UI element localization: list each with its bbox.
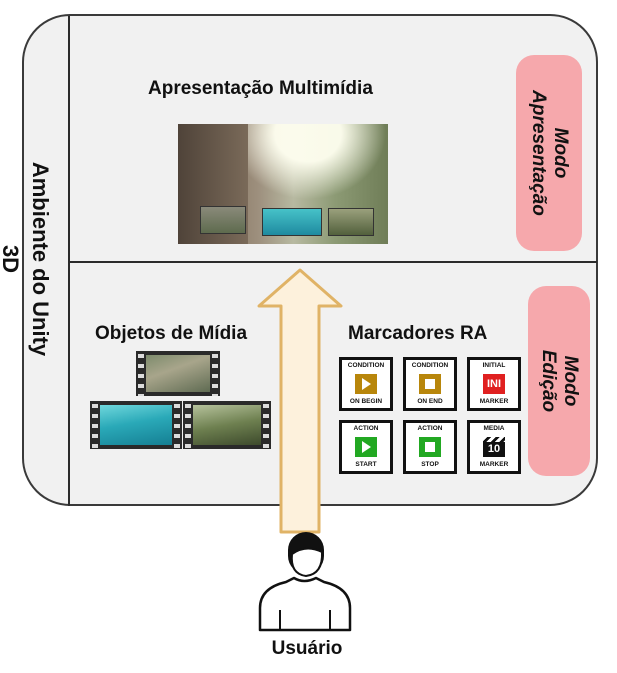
- marker-top-label: INITIAL: [482, 362, 506, 369]
- marker-bottom-label: STOP: [421, 461, 439, 468]
- mode-edition-label: Modo Edição: [538, 349, 581, 413]
- marker-top-label: ACTION: [417, 425, 443, 432]
- marker-top-label: CONDITION: [411, 362, 449, 369]
- ini-icon-text: INI: [486, 378, 502, 390]
- media-object-forest: [183, 401, 271, 449]
- marker-condition-on-end: CONDITION ON END: [403, 357, 457, 411]
- environment-label: Ambiente do Unity 3D: [0, 161, 53, 357]
- marker-bottom-label: ON BEGIN: [349, 398, 383, 405]
- media-thumbnail-water: [262, 208, 322, 236]
- marker-media: MEDIA 10 MARKER: [467, 420, 521, 474]
- mode-edition-box: Modo Edição: [528, 286, 590, 476]
- marker-top-label: ACTION: [353, 425, 379, 432]
- media-object-rocks: [136, 351, 220, 396]
- marker-bottom-label: MARKER: [479, 461, 509, 468]
- mode-presentation-label: Modo Apresentação: [528, 90, 571, 216]
- user-label: Usuário: [271, 638, 343, 659]
- media-objects-title: Objetos de Mídia: [95, 323, 248, 344]
- clapperboard-icon: 10: [483, 437, 505, 457]
- stop-icon: [419, 374, 441, 394]
- presentation-title: Apresentação Multimídia: [148, 78, 373, 99]
- user-icon: [258, 532, 352, 632]
- ini-icon: INI: [483, 374, 505, 394]
- marker-top-label: MEDIA: [483, 425, 505, 432]
- marker-action-stop: ACTION STOP: [403, 420, 457, 474]
- marker-condition-on-begin: CONDITION ON BEGIN: [339, 357, 393, 411]
- play-icon: [355, 374, 377, 394]
- mode-presentation-box: Modo Apresentação: [516, 55, 582, 251]
- marker-bottom-label: MARKER: [479, 398, 509, 405]
- marker-bottom-label: ON END: [417, 398, 443, 405]
- marker-action-start: ACTION START: [339, 420, 393, 474]
- divider-vertical: [68, 16, 70, 506]
- media-thumbnail-rocks: [200, 206, 246, 234]
- media-object-water: [90, 401, 182, 449]
- clapperboard-number: 10: [487, 443, 501, 455]
- divider-horizontal: [70, 261, 597, 263]
- marker-bottom-label: START: [355, 461, 377, 468]
- multimedia-presentation-image: [178, 124, 388, 244]
- stop-icon: [419, 437, 441, 457]
- marker-top-label: CONDITION: [347, 362, 385, 369]
- marker-initial: INITIAL INI MARKER: [467, 357, 521, 411]
- media-thumbnail-forest: [328, 208, 374, 236]
- play-icon: [355, 437, 377, 457]
- upward-arrow: [257, 268, 343, 534]
- ar-markers-title: Marcadores RA: [348, 323, 488, 344]
